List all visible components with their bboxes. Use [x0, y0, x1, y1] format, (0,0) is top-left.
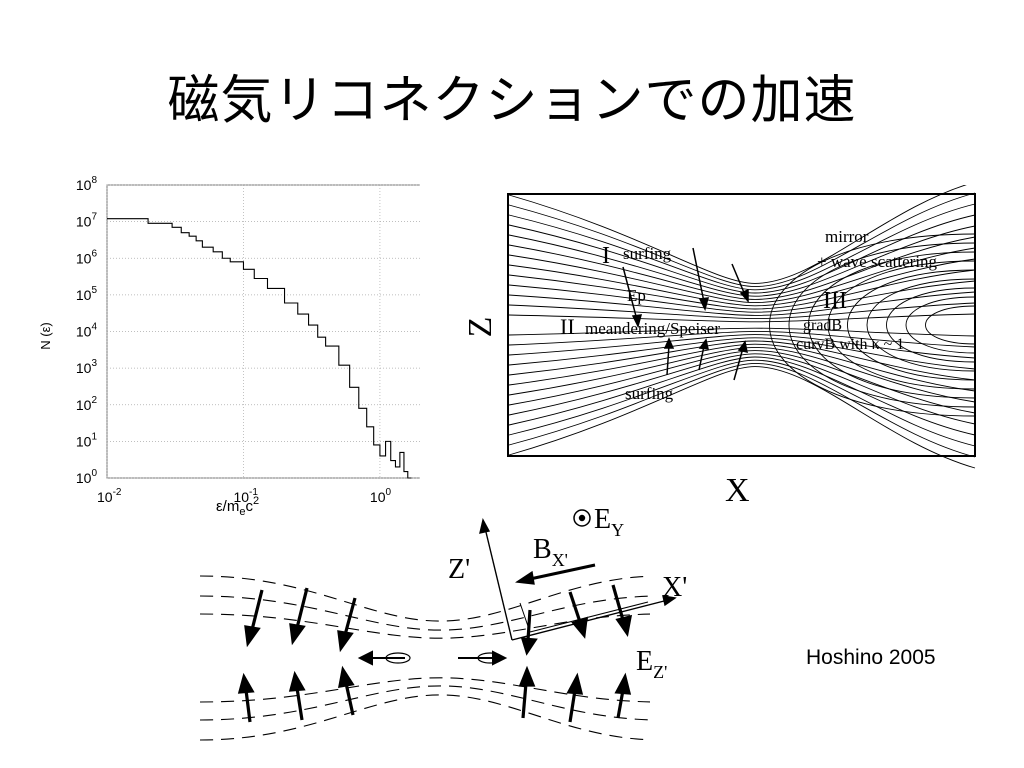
- wave-scattering-label: + wave scattering: [817, 252, 938, 271]
- outflow-arrows: [357, 650, 508, 666]
- local-axes: [479, 509, 677, 641]
- gradb-label: gradB: [803, 317, 842, 334]
- ez-label: EZ': [636, 646, 667, 682]
- dashed-field-lines: [200, 575, 650, 741]
- region-1-label: I: [602, 243, 610, 269]
- field-lines: [508, 185, 976, 469]
- electric-field-arrows: [237, 584, 633, 723]
- x-tick-label: 10-2: [97, 487, 122, 505]
- surfing-top-label: surfing: [623, 244, 672, 263]
- axis-x-label: X: [725, 472, 750, 509]
- y-tick-label: 106: [76, 248, 98, 266]
- y-tick-label: 107: [76, 212, 98, 230]
- y-tick-label: 101: [76, 431, 98, 449]
- ep-label: Ep: [627, 286, 646, 305]
- slide-title: 磁気リコネクションでの加速: [167, 71, 857, 131]
- y-tick-label: 100: [76, 468, 98, 486]
- spectrum-series-line: [107, 218, 412, 479]
- y-tick-label: 105: [76, 285, 98, 303]
- y-tick-label: 102: [76, 395, 98, 413]
- surfing-bottom-label: surfing: [625, 384, 674, 403]
- meandering-label: meandering/Speiser: [585, 319, 720, 338]
- reconnection-regions-diagram: Z X I II III surfing Ep meandering/Speis…: [462, 185, 976, 509]
- particle-arrows: [622, 247, 749, 381]
- x-axis-label: ε/mec2: [216, 495, 259, 518]
- x-prime-axis-label: X': [662, 572, 687, 603]
- y-axis-label: N (ε): [38, 322, 53, 349]
- axis-z-label: Z: [462, 317, 499, 338]
- x-point-field-diagram: Z' X' BX' EY EZ': [200, 504, 687, 741]
- diagram-frame: [507, 193, 976, 457]
- y-tick-label: 108: [76, 175, 98, 193]
- mirror-label: mirror: [825, 227, 869, 246]
- curvb-label: curvB with κ ~ 1: [796, 336, 904, 353]
- y-tick-label: 103: [76, 358, 98, 376]
- citation-credit: Hoshino 2005: [806, 646, 936, 669]
- z-prime-axis-label: Z': [448, 554, 470, 585]
- y-tick-label: 104: [76, 322, 98, 340]
- grid-lines: [106, 184, 420, 479]
- region-3-label: III: [823, 288, 847, 314]
- ey-label: EY: [594, 504, 624, 540]
- y-tick-labels: 100 101 102 103 104 105 106 107 108: [76, 175, 98, 486]
- region-2-label: II: [560, 314, 575, 339]
- bx-label: BX': [533, 534, 568, 570]
